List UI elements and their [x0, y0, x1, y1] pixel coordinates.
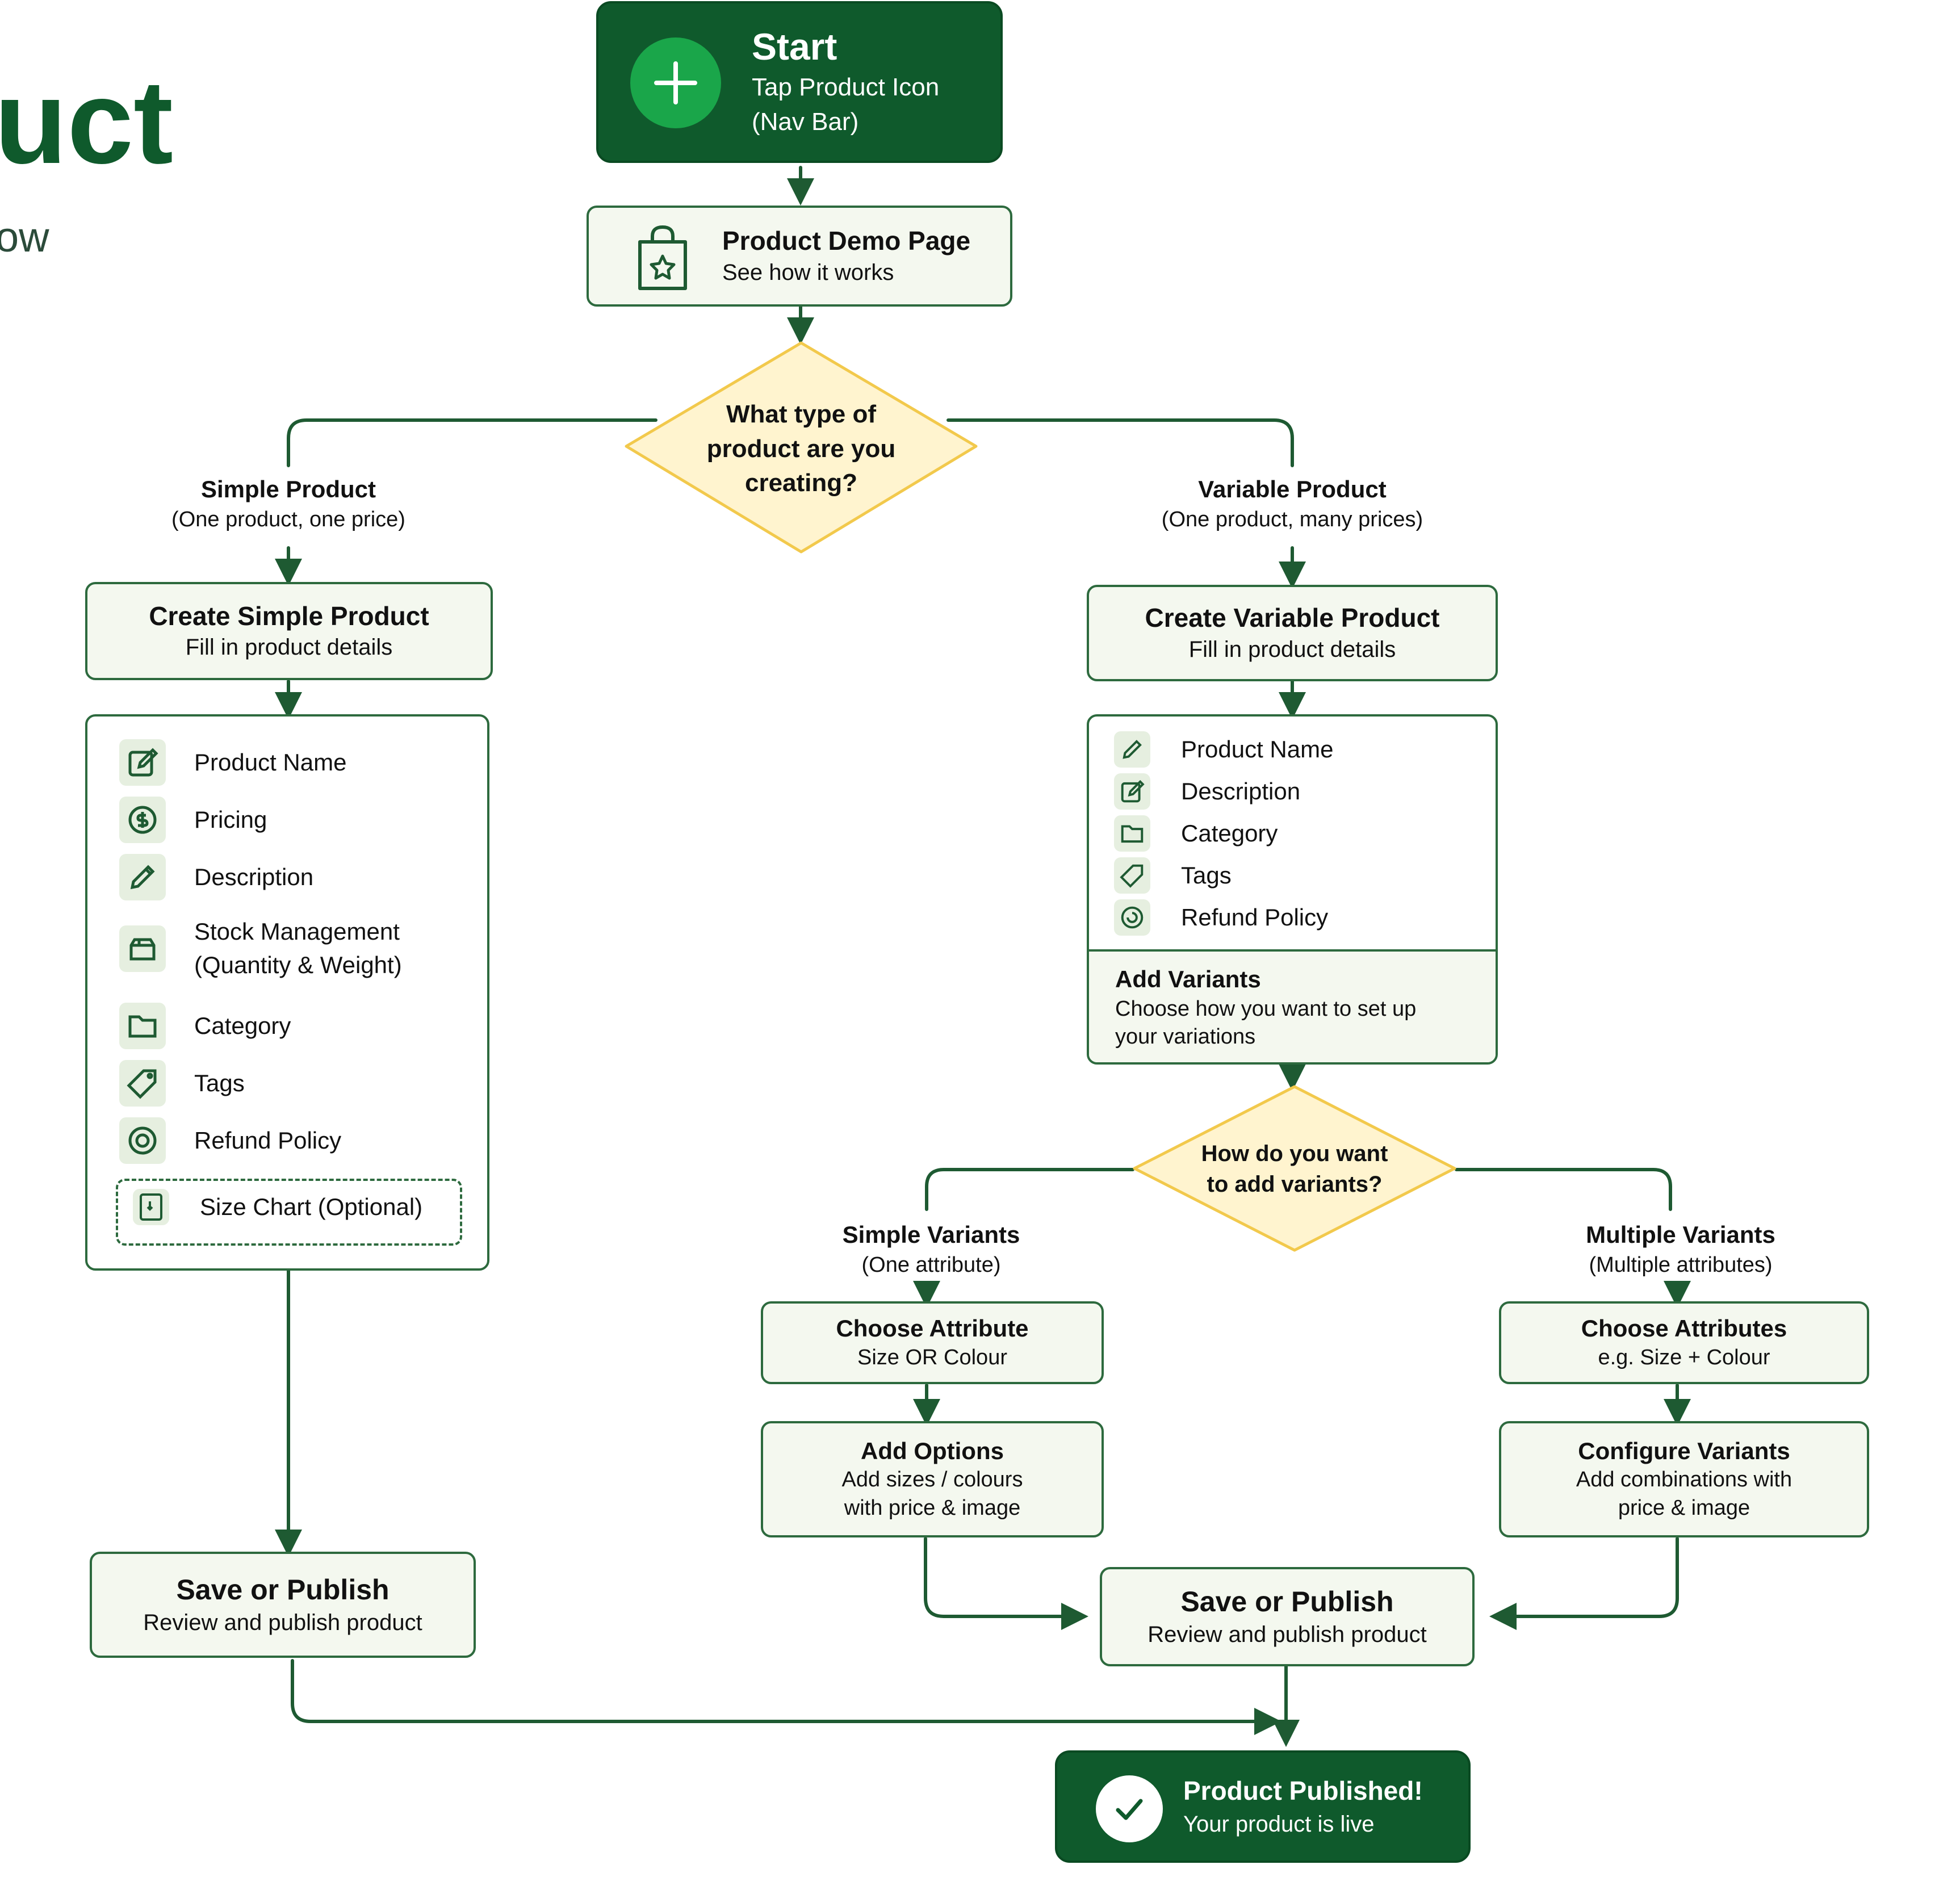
list-item: Tags: [1114, 857, 1232, 894]
configure-variants-node[interactable]: Configure Variants Add combinations with…: [1499, 1421, 1869, 1537]
choose-attribute-title: Choose Attribute: [836, 1315, 1029, 1342]
configure-variants-line1: Add combinations with: [1576, 1468, 1793, 1492]
add-variants-line1: Choose how you want to set up: [1115, 996, 1417, 1021]
create-variable-title: Create Variable Product: [1145, 603, 1440, 633]
decision-product-type: [625, 341, 978, 554]
list-item: Refund Policy: [1114, 899, 1328, 936]
start-line1: Tap Product Icon: [752, 73, 940, 101]
create-simple-title: Create Simple Product: [149, 601, 429, 631]
add-variants-section[interactable]: Add Variants Choose how you want to set …: [1089, 949, 1496, 1062]
create-variable-subtitle: Fill in product details: [1188, 636, 1396, 662]
start-title: Start: [752, 26, 837, 68]
ruler-icon: [133, 1189, 169, 1225]
published-title: Product Published!: [1183, 1775, 1423, 1805]
choose-attributes-title: Choose Attributes: [1581, 1315, 1787, 1342]
decision2-line1: How do you want: [1201, 1141, 1388, 1166]
add-options-title: Add Options: [861, 1437, 1004, 1464]
configure-variants-line2: price & image: [1618, 1495, 1750, 1520]
list-item: Description: [1114, 773, 1300, 810]
list-item: Size Chart (Optional): [133, 1189, 422, 1225]
choose-attribute-subtitle: Size OR Colour: [857, 1345, 1007, 1369]
arrow-options-save: [924, 1537, 1088, 1630]
list-item: Category: [1114, 815, 1278, 852]
folder-icon: [1114, 815, 1150, 852]
create-variable-node[interactable]: Create Variable Product Fill in product …: [1087, 585, 1498, 681]
page-title: uct: [0, 55, 173, 188]
variable-fields-panel: Product Name Description Category Tags R…: [1087, 714, 1498, 1065]
tag-icon: [1114, 857, 1150, 894]
shopping-bag-icon: [634, 225, 691, 293]
simple-fields-panel: Product Name Pricing Description Stock M…: [85, 714, 489, 1271]
list-item: Product Name: [119, 739, 346, 786]
line-decision-simple: [287, 418, 657, 467]
decision1-line1: What type of: [726, 400, 876, 428]
line-decision-variable: [947, 418, 1294, 467]
simple-variants-sublabel: (One attribute): [861, 1252, 1001, 1277]
add-options-line2: with price & image: [844, 1495, 1021, 1520]
folder-icon: [119, 1003, 166, 1049]
create-simple-node[interactable]: Create Simple Product Fill in product de…: [85, 582, 493, 680]
multiple-variants-label: Multiple Variants: [1586, 1221, 1775, 1248]
decision1-line3: creating?: [744, 469, 858, 497]
create-simple-subtitle: Fill in product details: [185, 635, 393, 660]
start-line2: (Nav Bar): [752, 108, 859, 136]
save-simple-subtitle: Review and publish product: [143, 1610, 422, 1635]
product-demo-title: Product Demo Page: [722, 226, 971, 256]
line-decision2-simple: [925, 1168, 1134, 1211]
product-demo-node[interactable]: Product Demo Page See how it works: [587, 206, 1012, 307]
decision-variant-type: [1133, 1085, 1456, 1252]
pencil-icon: [119, 854, 166, 900]
list-item: Category: [119, 1003, 291, 1049]
decision2-line2: to add variants?: [1207, 1172, 1383, 1197]
edit-icon: [1114, 773, 1150, 810]
choose-attributes-node[interactable]: Choose Attributes e.g. Size + Colour: [1499, 1301, 1869, 1384]
choose-attributes-subtitle: e.g. Size + Colour: [1598, 1345, 1770, 1369]
arrow-configure-save: [1489, 1537, 1679, 1630]
add-options-line1: Add sizes / colours: [841, 1468, 1023, 1492]
list-item: Refund Policy: [119, 1117, 341, 1164]
simple-product-sublabel: (One product, one price): [171, 507, 405, 531]
list-item: Tags: [119, 1060, 245, 1107]
add-options-node[interactable]: Add Options Add sizes / colours with pri…: [761, 1421, 1104, 1537]
coin-icon: [119, 797, 166, 843]
simple-product-label: Simple Product: [200, 476, 376, 502]
multiple-variants-sublabel: (Multiple attributes): [1589, 1252, 1773, 1277]
size-chart-optional-box: [116, 1179, 462, 1246]
list-item: Pricing: [119, 797, 267, 843]
decision1-line2: product are you: [706, 434, 896, 463]
list-item: Description: [119, 854, 313, 900]
choose-attribute-node[interactable]: Choose Attribute Size OR Colour: [761, 1301, 1104, 1384]
refund-icon: [1114, 899, 1150, 936]
save-publish-variable-node[interactable]: Save or Publish Review and publish produ…: [1100, 1567, 1475, 1666]
page-subtitle: ow: [0, 213, 49, 261]
pencil-icon: [1114, 731, 1150, 768]
variable-product-sublabel: (One product, many prices): [1161, 507, 1423, 531]
configure-variants-title: Configure Variants: [1578, 1437, 1790, 1464]
tag-icon: [119, 1060, 166, 1107]
refund-icon: [119, 1117, 166, 1164]
list-item: Stock Management (Quantity & Weight): [119, 915, 402, 982]
box-icon: [119, 925, 166, 972]
save-variable-subtitle: Review and publish product: [1147, 1622, 1427, 1647]
plus-icon: [630, 37, 721, 128]
add-variants-title: Add Variants: [1115, 966, 1261, 992]
product-demo-subtitle: See how it works: [722, 259, 894, 285]
variable-product-label: Variable Product: [1198, 476, 1387, 502]
product-published-node[interactable]: Product Published! Your product is live: [1055, 1750, 1471, 1863]
published-subtitle: Your product is live: [1183, 1812, 1375, 1837]
edit-icon: [119, 739, 166, 786]
simple-variants-label: Simple Variants: [842, 1221, 1020, 1248]
list-item: Product Name: [1114, 731, 1333, 768]
check-icon: [1096, 1775, 1163, 1842]
arrow-save-simple-published: [291, 1659, 1281, 1735]
save-variable-title: Save or Publish: [1180, 1586, 1394, 1618]
start-node[interactable]: Start Tap Product Icon (Nav Bar): [596, 1, 1003, 163]
save-simple-title: Save or Publish: [176, 1574, 390, 1606]
add-variants-line2: your variations: [1115, 1024, 1256, 1049]
save-publish-simple-node[interactable]: Save or Publish Review and publish produ…: [90, 1552, 476, 1658]
line-decision2-multiple: [1455, 1168, 1672, 1211]
